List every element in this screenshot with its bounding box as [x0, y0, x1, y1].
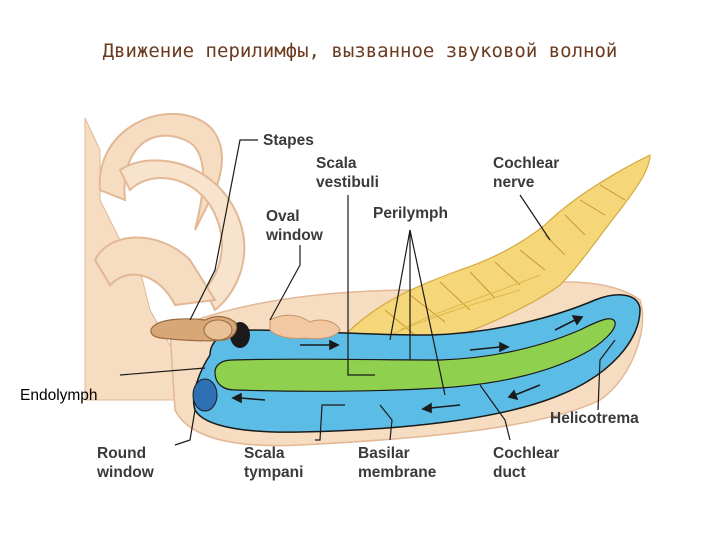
- stapes-bone: [150, 314, 341, 342]
- label-cochlear-duct-1: Cochlear: [493, 445, 559, 462]
- label-stapes: Stapes: [263, 132, 314, 149]
- label-oval-window-1: Oval: [266, 208, 300, 225]
- label-cochlear-nerve-1: Cochlear: [493, 155, 559, 172]
- label-cochlear-duct-2: duct: [493, 464, 526, 481]
- flow-arrows: [231, 315, 584, 414]
- label-scala-tympani-2: tympani: [244, 464, 303, 481]
- label-cochlear-nerve-2: nerve: [493, 174, 535, 191]
- label-perilymph: Perilymph: [373, 205, 448, 222]
- label-scala-vestibuli-2: vestibuli: [316, 174, 379, 191]
- label-endolymph: Endolymph: [20, 387, 98, 404]
- label-round-window-2: window: [96, 464, 155, 481]
- leader-lines: [119, 139, 616, 446]
- label-oval-window-2: window: [265, 227, 324, 244]
- label-scala-vestibuli-1: Scala: [316, 155, 357, 172]
- label-basilar-membrane-1: Basilar: [358, 445, 410, 462]
- page-title: Движение перилимфы, вызванное звуковой в…: [102, 40, 618, 62]
- label-round-window-1: Round: [97, 445, 146, 462]
- label-scala-tympani-1: Scala: [244, 445, 285, 462]
- label-helicotrema: Helicotrema: [550, 410, 639, 427]
- label-basilar-membrane-2: membrane: [358, 464, 437, 481]
- cochlear-canal: [192, 294, 641, 433]
